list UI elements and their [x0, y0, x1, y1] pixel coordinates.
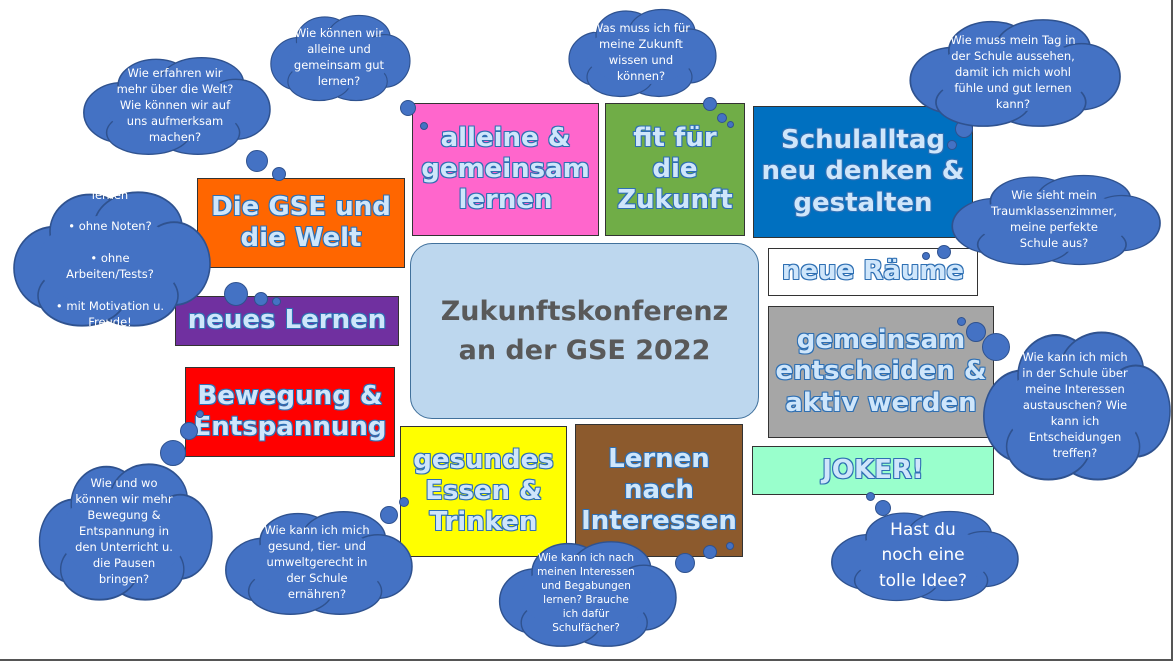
question-fit: Was muss ich für meine Zukunft wissen un… [592, 21, 690, 83]
bubble-dot [272, 297, 281, 306]
question-alleine: Wie können wir alleine und gemeinsam gut… [293, 26, 385, 88]
question-welt: Wie erfahren wir mehr über die Welt? Wie… [116, 66, 234, 144]
topic-bewegung: Bewegung & Entspannung [185, 367, 395, 457]
cloud-shape [270, 14, 411, 102]
bubble-dot [400, 100, 416, 116]
center-title: Zukunftskonferenz an der GSE 2022 [440, 295, 729, 366]
question-interessen: Wie kann ich nach meinen Interessen und … [537, 552, 635, 634]
cloud-shape [38, 463, 213, 601]
topic-entscheiden: gemeinsam entscheiden & aktiv werden [768, 306, 994, 438]
question-cloud-schulalltag: Wie muss mein Tag in der Schule aussehen… [906, 18, 1121, 128]
question-cloud-raeume: Wie sieht mein Traumklassenzimmer, meine… [948, 174, 1161, 266]
bubble-dot [937, 245, 951, 259]
question-cloud-lernen: Wie können wir lernen • ohne Noten? • oh… [10, 172, 211, 329]
bubble-dot [380, 506, 398, 524]
topic-schulalltag-label: Schulalltag neu denken & gestalten [761, 125, 965, 218]
question-lernen: Wie können wir lernen • ohne Noten? • oh… [38, 172, 182, 329]
question-cloud-alleine: Wie können wir alleine und gemeinsam gut… [268, 14, 411, 102]
bubble-dot [420, 122, 428, 130]
question-lernen-intro: Wie können wir lernen [65, 171, 155, 202]
topic-interessen: Lernen nach Interessen [575, 424, 743, 557]
bubble-dot [727, 121, 734, 128]
question-schulalltag: Wie muss mein Tag in der Schule aussehen… [950, 33, 1076, 111]
topic-entscheiden-label: gemeinsam entscheiden & aktiv werden [775, 325, 987, 418]
topic-essen: gesundes Essen & Trinken [400, 426, 567, 557]
question-bewegung: Wie und wo können wir mehr Bewegung & En… [75, 476, 173, 586]
question-raeume: Wie sieht mein Traumklassenzimmer, meine… [991, 188, 1117, 250]
cloud-shape [225, 511, 413, 615]
list-item: • ohne Arbeiten/Tests? [66, 251, 154, 281]
cloud-shape [13, 191, 211, 327]
list-item: • mit Motivation u. Freude! [55, 298, 165, 329]
bubble-dot [180, 422, 198, 440]
cloud-shape [831, 510, 1019, 602]
bubble-dot [875, 500, 891, 516]
question-essen: Wie kann ich mich gesund, tier- und umwe… [264, 523, 370, 601]
bubble-dot [246, 150, 268, 172]
topic-schulalltag: Schulalltag neu denken & gestalten [753, 106, 973, 238]
topic-lernen-label: neues Lernen [187, 305, 387, 336]
topic-bewegung-label: Bewegung & Entspannung [193, 380, 387, 442]
topic-raeume: neue Räume [768, 248, 978, 296]
cloud-shape [568, 8, 717, 98]
topic-joker-label: JOKER! [822, 454, 924, 485]
question-cloud-welt: Wie erfahren wir mehr über die Welt? Wie… [80, 56, 271, 156]
topic-alleine-label: alleine & gemeinsam lernen [421, 122, 590, 216]
question-cloud-essen: Wie kann ich mich gesund, tier- und umwe… [222, 510, 413, 616]
center-title-box: Zukunftskonferenz an der GSE 2022 [410, 243, 759, 419]
bubble-dot [957, 317, 966, 326]
topic-joker: JOKER! [752, 446, 994, 495]
question-joker: Hast du noch eine tolle Idee? [878, 519, 968, 591]
cloud-shape [983, 331, 1171, 481]
bubble-dot [703, 545, 717, 559]
bubble-dot [947, 140, 957, 150]
bubble-dot [272, 167, 286, 181]
topic-fit-label: fit für die Zukunft [617, 122, 733, 216]
topic-fit: fit für die Zukunft [605, 103, 745, 236]
bubble-dot [982, 333, 1010, 361]
topic-welt-label: Die GSE und die Welt [211, 191, 391, 253]
bubble-dot [703, 97, 717, 111]
topic-lernen: neues Lernen [175, 296, 399, 346]
question-cloud-joker: Hast du noch eine tolle Idee? [828, 510, 1019, 602]
list-item: • ohne Noten? [68, 219, 152, 234]
question-cloud-bewegung: Wie und wo können wir mehr Bewegung & En… [36, 462, 213, 602]
bubble-dot [966, 322, 986, 342]
question-cloud-fit: Was muss ich für meine Zukunft wissen un… [566, 8, 717, 98]
bubble-dot [254, 292, 268, 306]
topic-raeume-label: neue Räume [781, 256, 965, 287]
bubble-dot [399, 497, 409, 507]
topic-essen-label: gesundes Essen & Trinken [413, 444, 554, 538]
bubble-dot [224, 282, 248, 306]
bubble-dot [866, 492, 875, 501]
cloud-shape [498, 541, 677, 647]
cloud-shape [83, 57, 271, 156]
cloud-shape [909, 19, 1121, 127]
bubble-dot [196, 410, 204, 418]
question-cloud-interessen: Wie kann ich nach meinen Interessen und … [496, 540, 677, 648]
bubble-dot [922, 252, 930, 260]
cloud-shape [951, 174, 1161, 266]
question-lernen-list: • ohne Noten? • ohne Arbeiten/Tests? • m… [56, 204, 164, 347]
bubble-dot [675, 553, 695, 573]
topic-alleine: alleine & gemeinsam lernen [412, 103, 599, 236]
bubble-dot [160, 440, 186, 466]
question-cloud-entscheiden: Wie kann ich mich in der Schule über mei… [980, 330, 1171, 482]
bubble-dot [726, 542, 734, 550]
question-entscheiden: Wie kann ich mich in der Schule über mei… [1022, 350, 1128, 460]
bubble-dot [717, 113, 727, 123]
topic-welt: Die GSE und die Welt [197, 178, 405, 268]
topic-interessen-label: Lernen nach Interessen [581, 443, 737, 537]
